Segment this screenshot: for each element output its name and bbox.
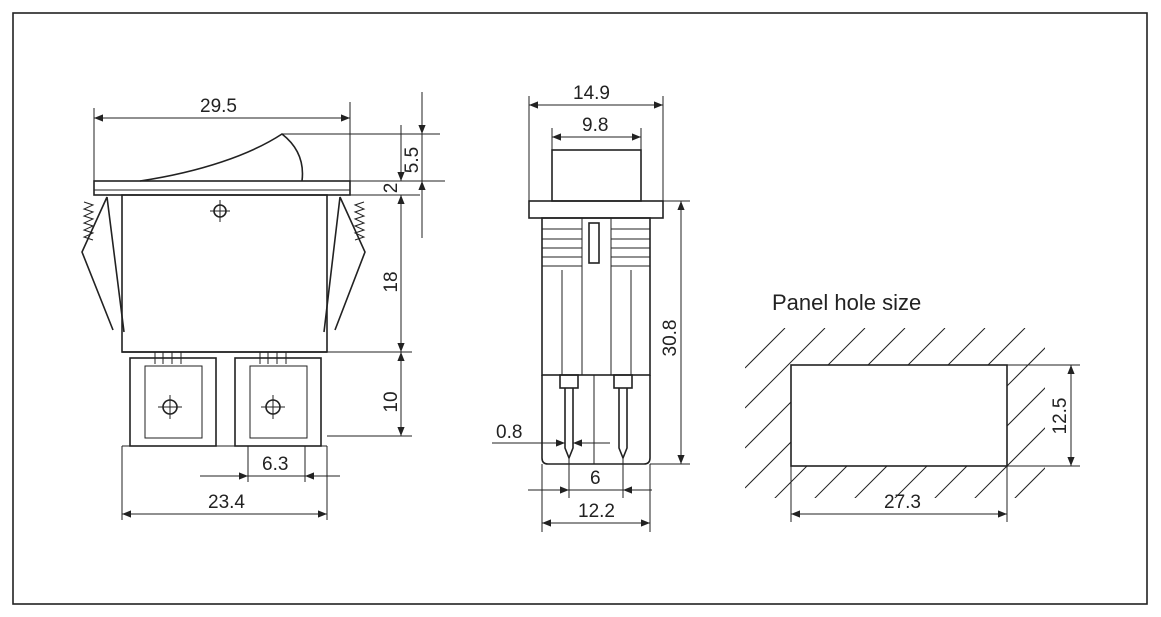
side-body bbox=[541, 217, 651, 376]
dim-14-9: 14.9 bbox=[573, 83, 610, 104]
dim-23-4: 23.4 bbox=[208, 492, 245, 513]
right-clip bbox=[323, 196, 366, 333]
dim-9-8: 9.8 bbox=[582, 115, 608, 136]
dim-29-5: 29.5 bbox=[200, 96, 237, 117]
side-base bbox=[541, 375, 651, 465]
front-view bbox=[81, 133, 366, 447]
front-body bbox=[121, 194, 328, 353]
front-dimensions: 29.5 5.5 2 18 10 6.3 23.4 bbox=[93, 92, 445, 520]
side-view bbox=[528, 149, 664, 465]
panel-hole bbox=[790, 364, 1008, 467]
dim-2: 2 bbox=[381, 183, 402, 194]
side-dimensions: 14.9 9.8 30.8 0.8 6 12.2 bbox=[492, 83, 690, 532]
panel-hole-title: Panel hole size bbox=[772, 290, 921, 315]
dim-6-3: 6.3 bbox=[262, 454, 288, 475]
dim-12-2: 12.2 bbox=[578, 501, 615, 522]
dim-6: 6 bbox=[590, 468, 601, 489]
dim-0-8: 0.8 bbox=[496, 422, 522, 443]
front-rocker bbox=[139, 133, 304, 182]
dim-5-5: 5.5 bbox=[402, 147, 423, 173]
panel-hatching bbox=[745, 328, 1045, 498]
pin-right bbox=[618, 388, 628, 461]
dim-10: 10 bbox=[381, 391, 402, 412]
pin-left bbox=[564, 388, 574, 461]
dim-18: 18 bbox=[381, 271, 402, 292]
side-rocker bbox=[551, 149, 642, 202]
left-clip bbox=[81, 196, 125, 333]
panel-hole-view: Panel hole size 12.5 27.3 bbox=[745, 290, 1080, 522]
terminal-left bbox=[129, 357, 217, 447]
drawing-frame bbox=[12, 12, 1148, 605]
front-bezel bbox=[93, 180, 351, 196]
dim-12-5: 12.5 bbox=[1050, 398, 1071, 435]
dim-30-8: 30.8 bbox=[660, 320, 681, 357]
side-flange bbox=[528, 200, 664, 219]
dim-27-3: 27.3 bbox=[884, 492, 921, 513]
